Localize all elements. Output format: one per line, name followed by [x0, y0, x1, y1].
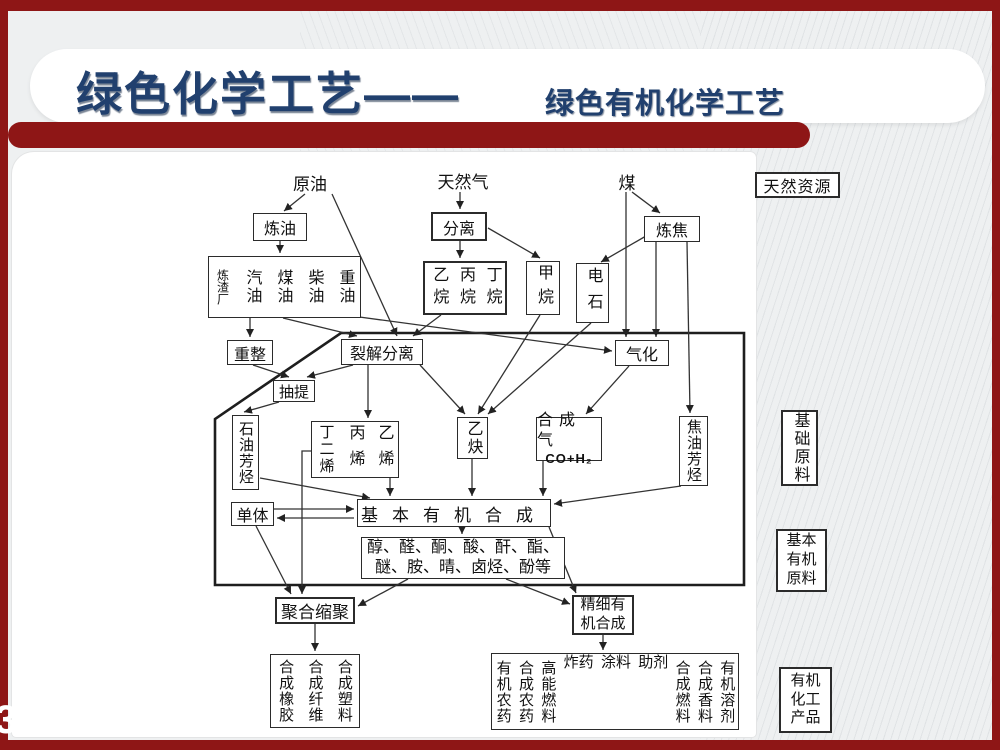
- right-border-bar: [992, 0, 1000, 750]
- box-carbide: 电石: [576, 263, 609, 323]
- col-synthetic-fuel: 合成燃料: [673, 659, 691, 724]
- slide-subtitle: 绿色有机化学工艺: [545, 88, 786, 120]
- syngas-title: 合成气: [537, 411, 582, 449]
- box-cracking: 裂解分离: [341, 339, 423, 365]
- box-fine-products: 有机农药 合成农药 高能燃料 炸药 涂料 助剂 合成燃料 合成香料 有机溶剂: [491, 653, 739, 730]
- col-butane: 丁烷: [483, 266, 501, 310]
- box-polymer-products: 合成橡胶 合成纤维 合成塑料: [270, 654, 360, 728]
- box-alkanes: 乙烷 丙烷 丁烷: [423, 261, 507, 315]
- col-heavy-oil: 重油: [336, 269, 354, 305]
- col-synthetic-rubber: 合成橡胶: [277, 659, 295, 723]
- col-propane: 丙烷: [456, 266, 474, 310]
- box-reforming: 重整: [227, 340, 273, 365]
- col-synthetic-fragrance: 合成香料: [695, 659, 713, 724]
- col-synthetic-fiber: 合成纤维: [306, 659, 324, 723]
- box-acetylene: 乙炔: [457, 417, 488, 459]
- label-natural-gas: 天然气: [437, 172, 489, 192]
- box-natural-resources: 天然资源: [755, 172, 840, 198]
- col-refinery-residue: 炼渣厂: [215, 269, 230, 305]
- box-polymerization: 聚合缩聚: [275, 597, 355, 624]
- box-tar-aromatics: 焦油芳烃: [679, 416, 708, 486]
- box-syngas: 合成气 CO+H₂: [536, 412, 602, 466]
- box-refinery-products: 炼渣厂 汽油 煤油 柴油 重油: [208, 256, 361, 318]
- box-derivatives: 醇、醛、酮、酸、酐、酯、 醚、胺、晴、卤烃、酚等: [361, 537, 565, 579]
- col-ethane: 乙烷: [430, 266, 448, 310]
- col-high-energy-fuel: 高能燃料: [539, 659, 557, 724]
- col-butadiene: 丁二烯: [317, 424, 335, 475]
- col-additives: 助剂: [636, 654, 669, 695]
- label-coal: 煤: [618, 173, 636, 193]
- col-coatings: 涂料: [598, 654, 631, 695]
- derivatives-line2: 醚、胺、晴、卤烃、酚等: [374, 559, 551, 576]
- col-kerosene: 煤油: [274, 269, 292, 305]
- col-ethylene: 乙烯: [375, 423, 393, 476]
- col-synthetic-pesticide: 合成农药: [516, 659, 534, 724]
- left-border-bar: [0, 0, 8, 750]
- box-extraction: 抽提: [273, 380, 315, 402]
- slide-title: 绿色化学工艺——: [76, 68, 460, 120]
- box-methane: 甲烷: [526, 261, 560, 315]
- label-crude-oil: 原油: [293, 174, 327, 194]
- col-propylene: 丙烯: [346, 423, 364, 476]
- top-border-bar: [0, 0, 1000, 11]
- title-underline-band: [8, 122, 810, 148]
- col-explosives: 炸药: [561, 654, 594, 695]
- box-olefins: 丁二烯 丙烯 乙烯: [311, 421, 399, 478]
- col-diesel: 柴油: [305, 269, 323, 305]
- box-petro-aromatics: 石油芳烃: [232, 415, 259, 490]
- col-gasoline: 汽油: [243, 269, 261, 305]
- title-banner: [30, 49, 985, 123]
- box-basic-organic-synthesis: 基本有机合成: [357, 499, 551, 527]
- col-organic-solvent: 有机溶剂: [718, 659, 736, 724]
- box-separation: 分离: [431, 212, 487, 241]
- bottom-border-bar: [0, 740, 1000, 750]
- box-fine-synthesis: 精细有 机合成: [572, 595, 634, 635]
- derivatives-line1: 醇、醛、酮、酸、酐、酯、: [366, 539, 559, 556]
- box-organic-products: 有机 化工 产品: [779, 667, 832, 733]
- col-synthetic-plastic: 合成塑料: [335, 659, 353, 723]
- page-number: 3: [0, 698, 18, 742]
- box-coking: 炼焦: [644, 216, 700, 242]
- box-basic-organic-materials: 基本 有机 原料: [776, 529, 827, 592]
- syngas-formula: CO+H₂: [545, 450, 593, 466]
- box-monomer: 单体: [231, 502, 274, 526]
- col-organic-pesticide: 有机农药: [494, 659, 512, 724]
- box-basic-materials: 基础原料: [781, 410, 818, 486]
- box-refining: 炼油: [253, 213, 307, 241]
- box-gasification: 气化: [615, 340, 669, 366]
